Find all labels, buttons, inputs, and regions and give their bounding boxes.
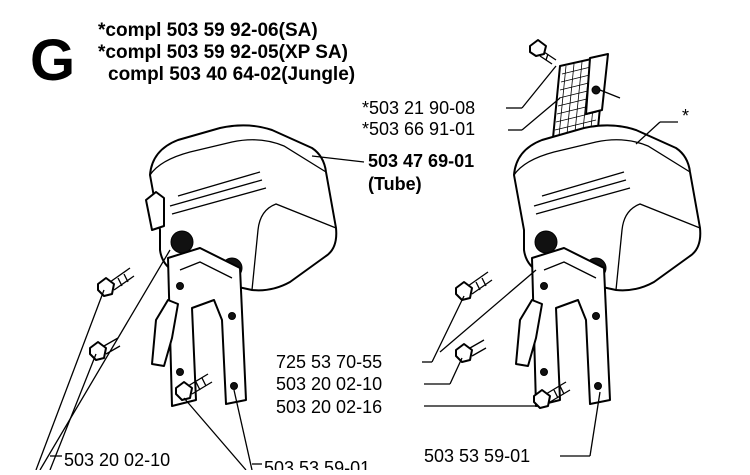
heat-shield-right: [515, 299, 543, 367]
label-left-gasket: 503 53 59-01: [264, 458, 370, 470]
label-right-gasket: 503 53 59-01: [424, 446, 530, 466]
screw-right-top: [455, 271, 493, 301]
label-right-screw-3: 503 20 02-16: [276, 397, 382, 417]
label-screen-2: *503 66 91-01: [362, 119, 475, 139]
screw-right-bottom: [533, 381, 571, 409]
gasket-right: [531, 247, 611, 407]
screw-left-top: [97, 267, 135, 297]
heat-shield-left: [151, 299, 179, 367]
label-star: *: [682, 106, 689, 126]
screw-right-mid: [455, 339, 487, 363]
spark-arrestor-screen: [552, 53, 621, 139]
header-line-1: *compl 503 59 92-06(SA): [98, 20, 318, 41]
label-muffler-note: (Tube): [368, 174, 422, 194]
label-muffler: 503 47 69-01: [368, 151, 474, 171]
label-left-screw: 503 20 02-10: [64, 450, 170, 470]
gasket-left: [167, 247, 247, 407]
screw-left-bottom: [175, 373, 213, 401]
label-screen-1: *503 21 90-08: [362, 98, 475, 118]
screw-left-mid: [89, 337, 121, 361]
header-line-3: compl 503 40 64-02(Jungle): [108, 64, 355, 85]
section-letter: G: [30, 28, 75, 93]
label-right-screw-2: 503 20 02-10: [276, 374, 382, 394]
screen-screw: [529, 39, 557, 65]
header-line-2: *compl 503 59 92-05(XP SA): [98, 42, 348, 63]
label-right-screw-1: 725 53 70-55: [276, 352, 382, 372]
